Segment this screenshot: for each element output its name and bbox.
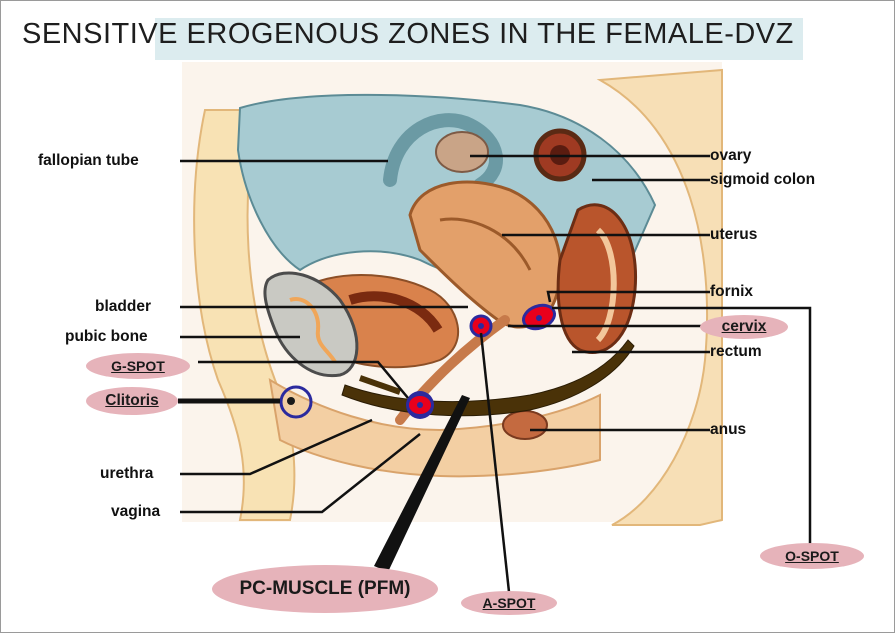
ovary <box>436 132 488 172</box>
cervix-pill: cervix <box>700 315 788 339</box>
label-cervix: cervix <box>722 318 767 336</box>
label-clitoris: Clitoris <box>105 392 158 410</box>
o-spot-pill: O-SPOT <box>760 543 864 569</box>
label-vagina: vagina <box>111 503 160 521</box>
label-pubic-bone: pubic bone <box>65 328 148 346</box>
label-urethra: urethra <box>100 465 153 483</box>
label-rectum: rectum <box>710 343 762 361</box>
g-spot-pill: G-SPOT <box>86 353 190 379</box>
a-spot-pill: A-SPOT <box>461 591 557 615</box>
label-fornix: fornix <box>710 283 753 301</box>
label-a-spot: A-SPOT <box>483 595 536 611</box>
pc-muscle-pill: PC-MUSCLE (PFM) <box>212 565 438 613</box>
label-g-spot: G-SPOT <box>111 358 165 374</box>
label-sigmoid-colon: sigmoid colon <box>710 171 815 189</box>
label-fallopian-tube: fallopian tube <box>38 152 139 170</box>
clitoris-pill: Clitoris <box>86 387 178 415</box>
label-uterus: uterus <box>710 226 757 244</box>
label-ovary: ovary <box>710 147 751 165</box>
label-bladder: bladder <box>95 298 151 316</box>
label-anus: anus <box>710 421 746 439</box>
label-o-spot: O-SPOT <box>785 548 839 564</box>
clitoris-hotspot <box>287 397 295 405</box>
label-pc-muscle: PC-MUSCLE (PFM) <box>240 578 411 600</box>
anus <box>503 411 547 439</box>
